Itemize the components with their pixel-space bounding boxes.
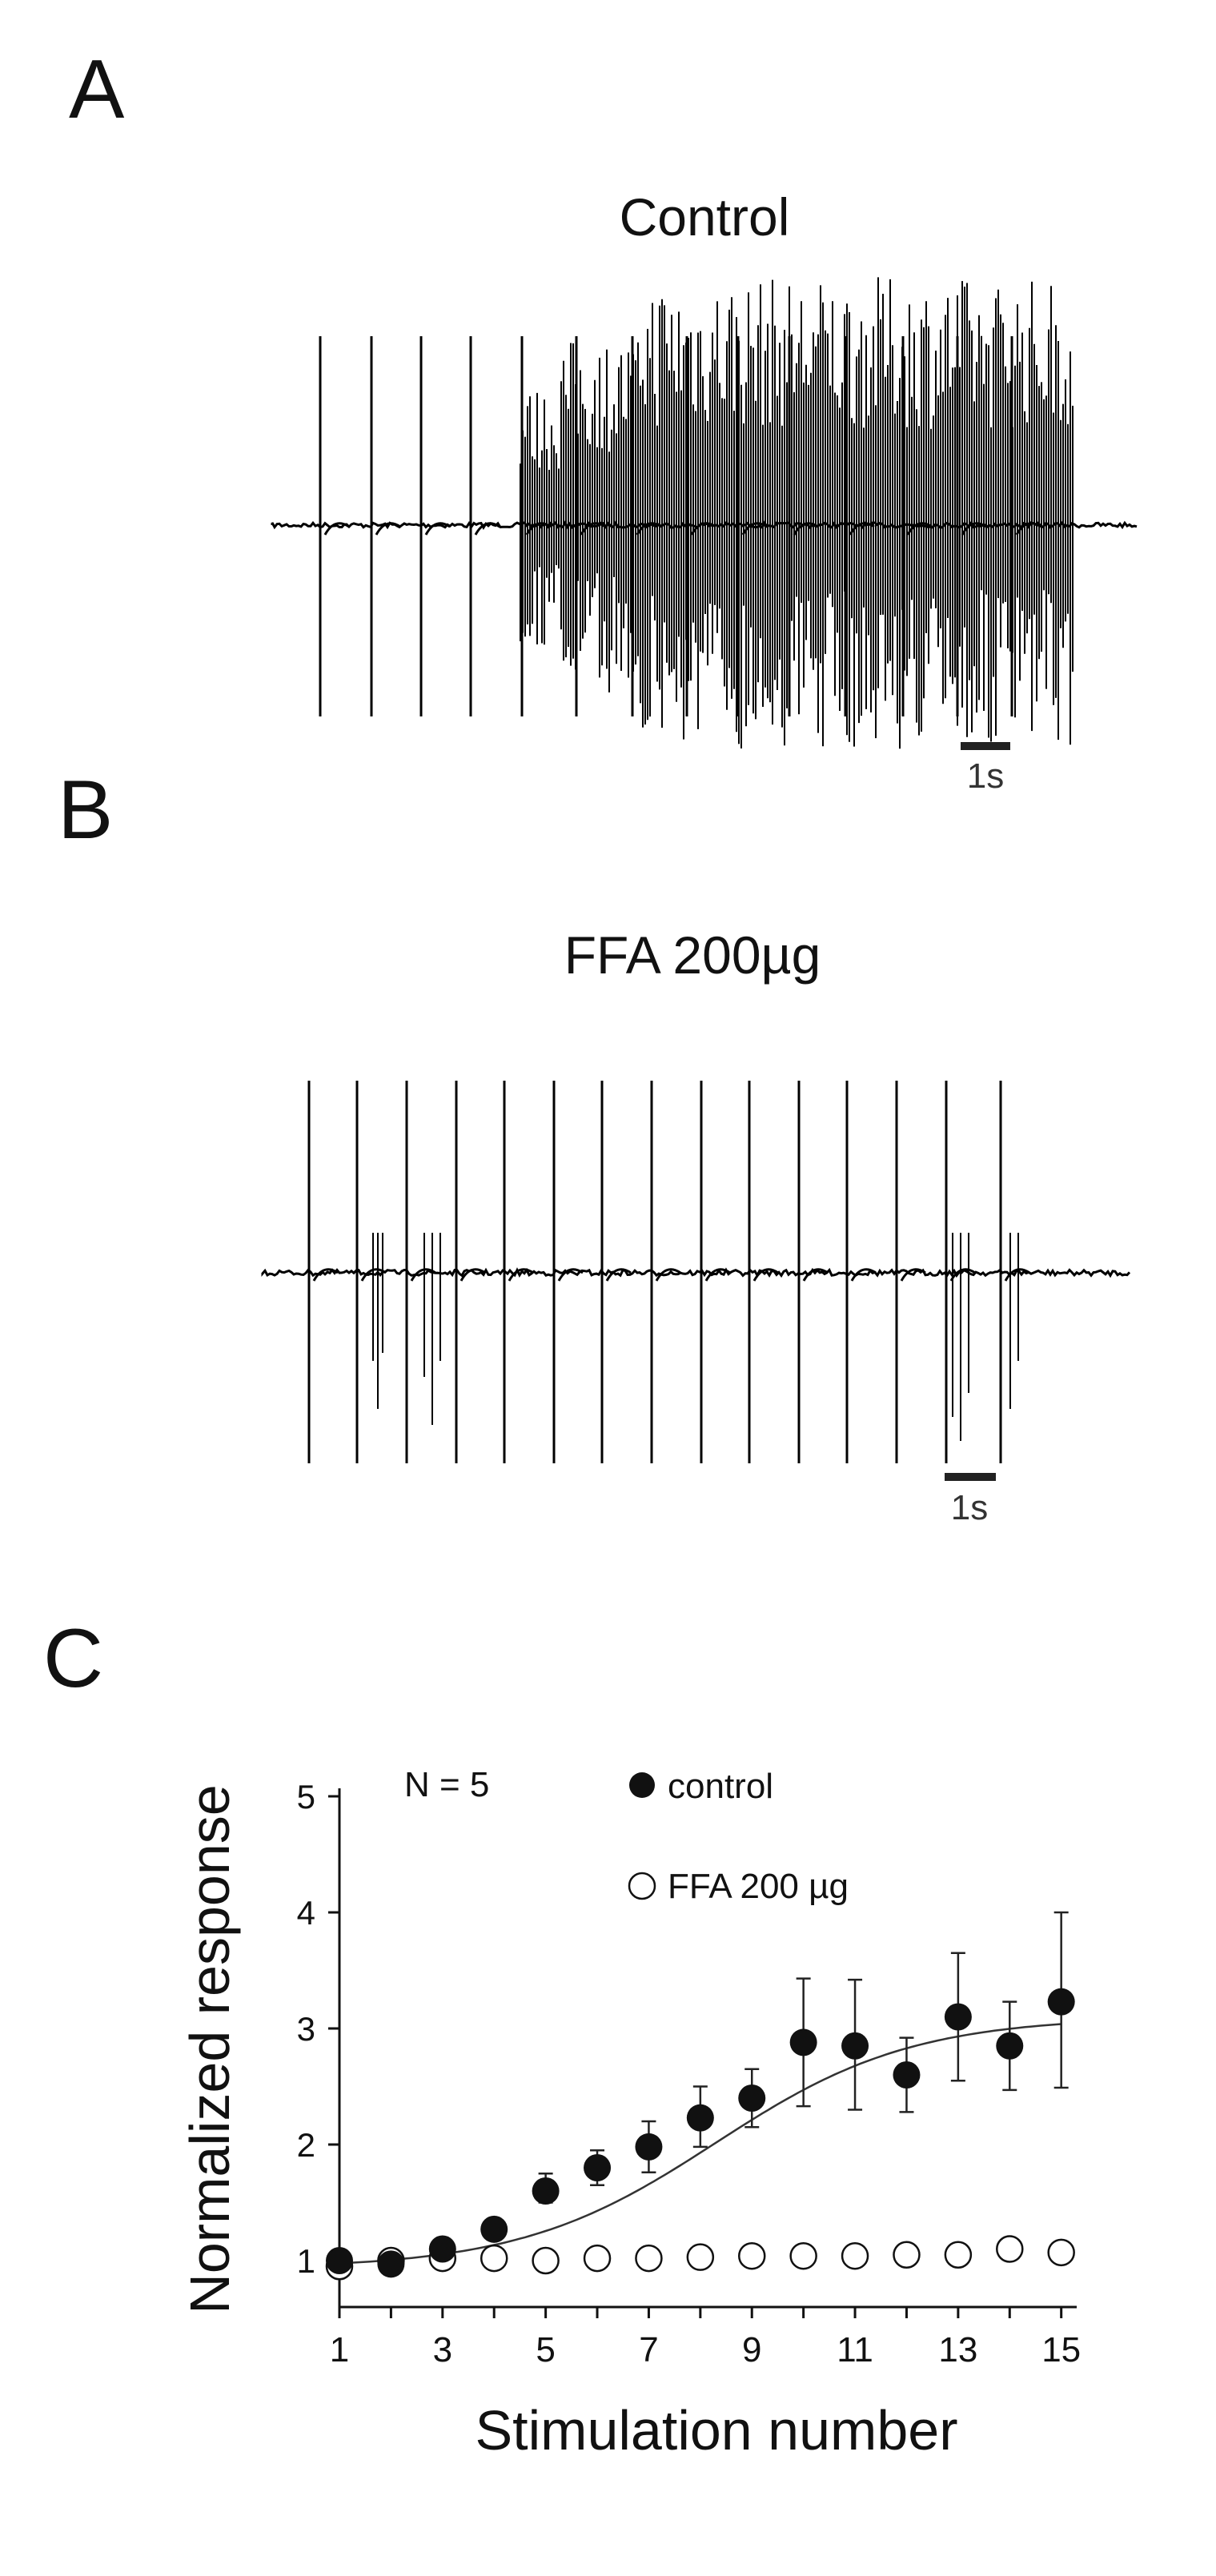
scalebar-b-label: 1s bbox=[950, 1488, 989, 1527]
stimulus-afterwave bbox=[312, 1268, 339, 1282]
x-tick-label: 1 bbox=[330, 2330, 349, 2369]
fit-curve bbox=[339, 2023, 1061, 2265]
sparse-spikes bbox=[372, 1233, 1019, 1441]
trace-control bbox=[271, 277, 1138, 749]
stimulus-afterwave bbox=[375, 522, 401, 536]
x-axis-label: Stimulation number bbox=[475, 2399, 957, 2462]
data-point-ffa bbox=[996, 2235, 1024, 2263]
burst-activity bbox=[520, 277, 1074, 749]
panel-b-title: FFA 200µg bbox=[564, 925, 821, 985]
data-point-ffa bbox=[841, 2241, 869, 2270]
panel-c-letter: C bbox=[43, 1612, 104, 1705]
scalebar-a bbox=[961, 742, 1010, 750]
data-point-control bbox=[635, 2133, 663, 2161]
x-tick-label: 5 bbox=[536, 2330, 555, 2369]
data-point-control bbox=[428, 2235, 456, 2263]
stimulus-afterwave bbox=[410, 1268, 436, 1282]
scalebar-a-label: 1s bbox=[966, 756, 1005, 796]
stimulus-afterwave bbox=[557, 1268, 584, 1282]
legend-control-label: control bbox=[668, 1767, 773, 1806]
y-tick-label: 5 bbox=[297, 1778, 315, 1816]
data-point-control bbox=[480, 2215, 508, 2243]
stimulus-afterwave bbox=[605, 1268, 632, 1282]
data-point-control bbox=[1047, 1988, 1075, 2016]
data-point-ffa bbox=[480, 2244, 508, 2273]
series-ffa-points bbox=[325, 2235, 1075, 2281]
panel-a-title: Control bbox=[619, 187, 790, 247]
legend-ffa-marker bbox=[628, 1872, 656, 1900]
stimulus-afterwave bbox=[424, 522, 451, 536]
stimulus-afterwave bbox=[850, 1268, 877, 1282]
panel-a-letter: A bbox=[69, 43, 125, 136]
panel-b-letter: B bbox=[58, 764, 114, 857]
x-tick-label: 9 bbox=[742, 2330, 761, 2369]
data-point-control bbox=[686, 2104, 714, 2132]
x-tick-label: 3 bbox=[433, 2330, 452, 2369]
trace-ffa bbox=[261, 1081, 1131, 1463]
data-point-ffa bbox=[944, 2241, 973, 2269]
scalebar-b bbox=[945, 1473, 996, 1481]
data-point-ffa bbox=[532, 2246, 560, 2275]
legend-control-marker bbox=[629, 1772, 655, 1798]
data-point-ffa bbox=[686, 2243, 715, 2271]
stimulus-afterwave bbox=[460, 1268, 486, 1282]
data-point-control bbox=[532, 2177, 560, 2205]
data-point-ffa bbox=[737, 2241, 766, 2270]
stimulus-afterwave bbox=[323, 522, 350, 536]
data-point-ffa bbox=[789, 2241, 817, 2270]
data-point-ffa bbox=[893, 2241, 921, 2269]
legend-ffa-label: FFA 200 µg bbox=[668, 1867, 849, 1906]
stimulus-afterwave bbox=[802, 1268, 829, 1282]
stimulus-afterwave bbox=[900, 1268, 926, 1282]
data-point-control bbox=[377, 2250, 405, 2278]
data-point-ffa bbox=[635, 2244, 663, 2273]
data-point-control bbox=[789, 2028, 817, 2056]
data-point-ffa bbox=[1047, 2238, 1075, 2267]
data-point-control bbox=[584, 2154, 612, 2181]
stimulus-afterwave bbox=[752, 1268, 779, 1282]
stimulus-afterwave bbox=[474, 522, 500, 536]
annotation-n: N = 5 bbox=[404, 1765, 489, 1804]
trace-baseline bbox=[261, 1267, 1131, 1278]
data-point-control bbox=[944, 2003, 972, 2031]
stimulus-afterwave bbox=[655, 1268, 681, 1282]
y-tick-label: 2 bbox=[297, 2126, 315, 2164]
data-point-control bbox=[738, 2084, 766, 2112]
data-point-ffa bbox=[583, 2244, 612, 2273]
y-tick-label: 4 bbox=[297, 1894, 315, 1932]
x-tick-label: 13 bbox=[938, 2330, 977, 2369]
y-tick-label: 1 bbox=[297, 2242, 315, 2280]
stimulus-afterwave bbox=[1004, 1268, 1030, 1282]
y-axis-label: Normalized response bbox=[179, 1784, 241, 2313]
data-point-control bbox=[326, 2247, 353, 2274]
chart-axes bbox=[338, 1788, 1077, 2309]
stimulus-afterwave bbox=[704, 1268, 731, 1282]
error-bars bbox=[538, 1911, 1069, 2204]
x-tick-label: 7 bbox=[639, 2330, 658, 2369]
series-control-points bbox=[326, 1988, 1075, 2278]
data-point-control bbox=[996, 2032, 1024, 2060]
x-tick-label: 11 bbox=[837, 2330, 873, 2369]
stimulus-afterwave bbox=[508, 1268, 534, 1282]
data-point-control bbox=[841, 2032, 869, 2060]
y-tick-label: 3 bbox=[297, 2010, 315, 2048]
data-point-control bbox=[893, 2061, 921, 2088]
x-tick-label: 15 bbox=[1041, 2330, 1081, 2369]
